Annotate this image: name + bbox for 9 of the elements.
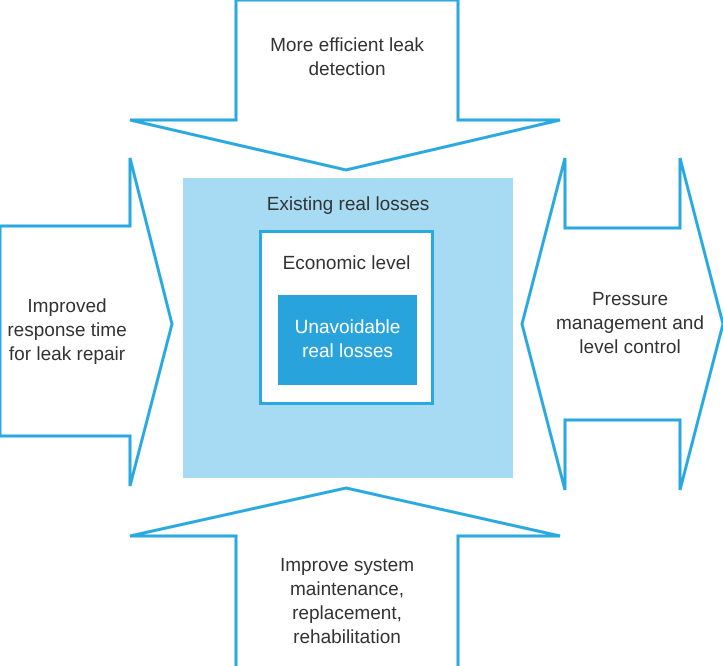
economic-panel	[259, 230, 434, 405]
panel-title: Economic level	[282, 252, 410, 276]
arrow-label: Pressure management and level control	[556, 288, 704, 360]
arrow-label: Improved response time for leak repair	[6, 295, 128, 367]
losses-area	[183, 178, 513, 478]
core-panel: Unavoidable real losses	[278, 295, 417, 385]
panel-title: Existing real losses	[266, 193, 430, 217]
arrow-label: Improve system maintenance, replacement, rehabilitation	[278, 554, 416, 650]
arrow-label: More efficient leak detection	[269, 34, 425, 82]
